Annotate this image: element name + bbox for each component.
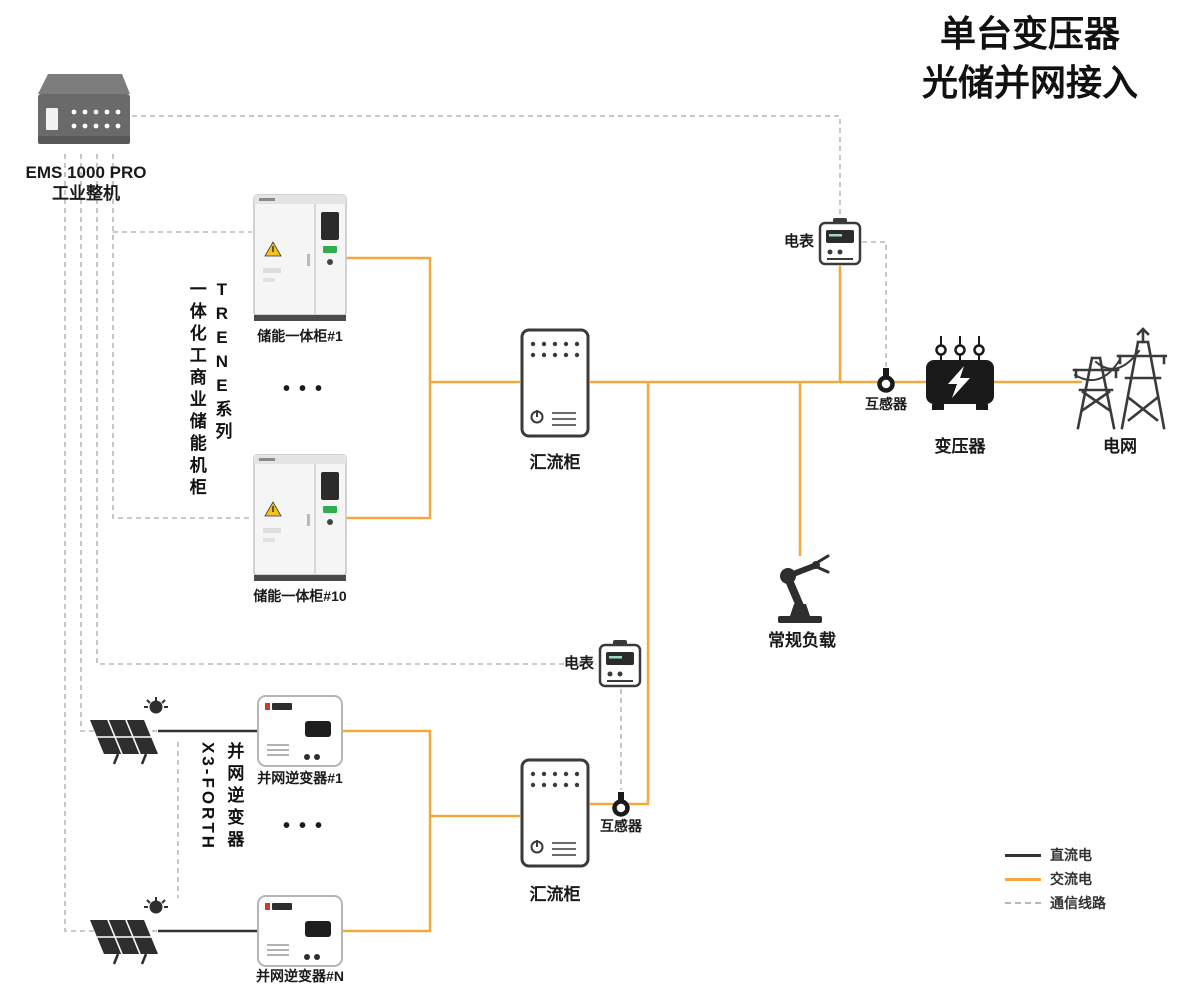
- ct-bottom: [612, 792, 630, 818]
- storage-series-cn: 一体化工商业储能机柜: [186, 280, 206, 500]
- legend-row-ac: 交流电: [1005, 867, 1106, 891]
- power-grid: [1072, 318, 1169, 430]
- combiner-cabinet-top: [520, 328, 590, 438]
- title-line-2: 光储并网接入: [921, 61, 1138, 103]
- combiner-cabinet-icon: [520, 328, 590, 438]
- storage-cabinet-10: [253, 454, 347, 582]
- ct-bottom-label: 互感器: [600, 818, 642, 834]
- inverter-1: [257, 695, 343, 767]
- inverter-icon: [257, 895, 343, 967]
- legend-row-comm: 通信线路: [1005, 891, 1106, 915]
- meter-bottom: [598, 640, 642, 688]
- load-label: 常规负载: [768, 631, 836, 650]
- pv-series-en: X3-FORTH: [198, 742, 218, 851]
- inverter-n-label: 并网逆变器#N: [256, 968, 344, 984]
- energy-meter-icon: [598, 640, 642, 688]
- storage-series-en: TRENE系列: [212, 280, 232, 444]
- ems-label: EMS 1000 PRO 工业整机: [0, 162, 172, 205]
- legend-comm-label: 通信线路: [1050, 895, 1106, 911]
- dc-lines: [158, 729, 257, 933]
- storage-cabinet-1-label: 储能一体柜#1: [257, 328, 343, 344]
- storage-ellipsis: •••: [282, 378, 331, 400]
- pv-ellipsis: •••: [282, 815, 331, 837]
- ac-lines: [343, 256, 1082, 933]
- legend-row-dc: 直流电: [1005, 843, 1106, 867]
- dc-line-sample: [1005, 853, 1041, 857]
- current-transformer-icon: [612, 792, 630, 817]
- legend-dc-label: 直流电: [1050, 847, 1092, 863]
- diagram-title: 单台变压器 光储并网接入: [870, 10, 1190, 107]
- transformer-device: [924, 334, 996, 414]
- ems-name: EMS 1000 PRO: [25, 163, 147, 182]
- title-line-1: 单台变压器: [939, 13, 1120, 54]
- power-grid-towers-icon: [1072, 327, 1169, 430]
- storage-cabinet-icon: [253, 454, 347, 581]
- comm-line-sample: [1005, 902, 1041, 904]
- solar-panel-icon: [90, 697, 168, 765]
- combiner-top-label: 汇流柜: [529, 453, 581, 472]
- combiner-cabinet-bottom: [520, 758, 590, 868]
- solar-panel-1: [84, 696, 176, 768]
- solar-panel-icon: [90, 897, 168, 965]
- grid-label: 电网: [1103, 437, 1137, 456]
- storage-cabinet-icon: [253, 194, 347, 321]
- solar-panel-n: [84, 896, 176, 968]
- meter-bottom-label: 电表: [563, 655, 594, 672]
- legend: 直流电 交流电 通信线路: [1005, 843, 1106, 915]
- inverter-n: [257, 895, 343, 967]
- regular-load: [762, 554, 842, 626]
- ems-industrial-pc-icon: [38, 74, 130, 144]
- meter-top: [818, 218, 862, 266]
- ct-top-label: 互感器: [865, 396, 907, 412]
- inverter-1-label: 并网逆变器#1: [257, 770, 343, 786]
- legend-ac-label: 交流电: [1050, 871, 1092, 887]
- storage-cabinet-10-label: 储能一体柜#10: [253, 588, 347, 604]
- ems-subtitle: 工业整机: [52, 184, 120, 204]
- combiner-cabinet-icon: [520, 758, 590, 868]
- transformer-label: 变压器: [934, 437, 986, 456]
- pv-series-label: 并网逆变器 X3-FORTH: [198, 742, 244, 917]
- combiner-bottom-label: 汇流柜: [529, 885, 581, 904]
- storage-series-label: TRENE系列 一体化工商业储能机柜: [186, 280, 232, 520]
- comm-lines: [64, 115, 887, 932]
- ac-line-sample: [1005, 877, 1041, 881]
- transformer-icon: [926, 336, 994, 410]
- energy-meter-icon: [818, 218, 862, 266]
- ems-device: [36, 68, 132, 154]
- meter-top-label: 电表: [783, 233, 814, 250]
- inverter-icon: [257, 695, 343, 767]
- ct-top: [877, 368, 895, 394]
- storage-cabinet-1: [253, 194, 347, 322]
- robot-arm-load-icon: [778, 554, 830, 623]
- pv-series-cn: 并网逆变器: [224, 742, 244, 852]
- current-transformer-icon: [877, 368, 895, 393]
